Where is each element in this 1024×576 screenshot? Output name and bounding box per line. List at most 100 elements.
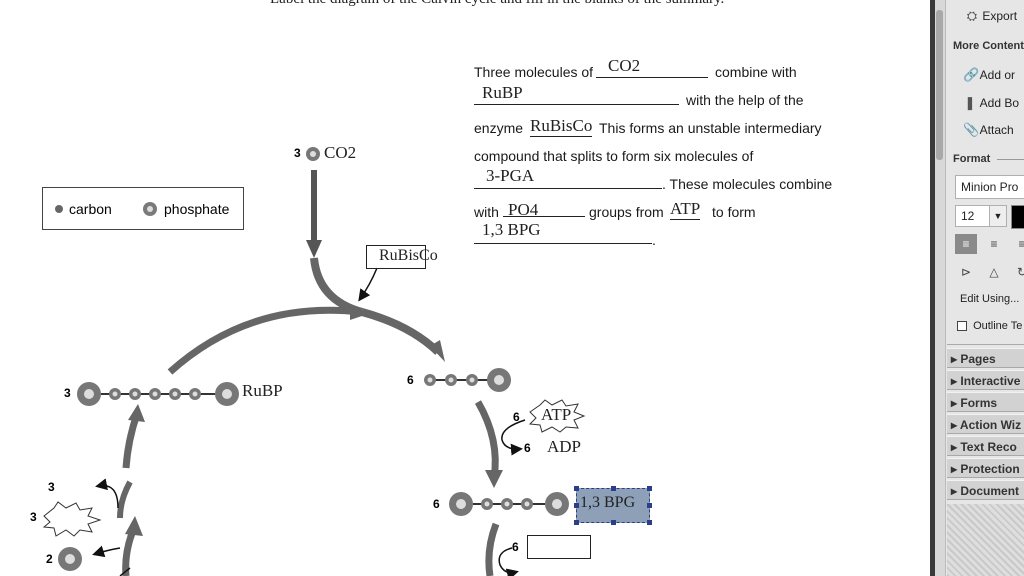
summary-line7-suffix: . (652, 232, 656, 248)
document-section-label: Document (960, 484, 1019, 498)
document-section[interactable]: ▸ Document (947, 480, 1024, 500)
export-item[interactable]: ⛭ Export (965, 8, 1024, 24)
align-right-button[interactable]: ≡ (1011, 234, 1024, 254)
edit-using-item[interactable]: Edit Using... (960, 293, 1024, 305)
rotate-button[interactable]: ↻ (1011, 262, 1024, 282)
rubisco-pointer (360, 268, 377, 299)
summary-line6-prefix: with (474, 204, 499, 220)
rubisco-label-box[interactable]: RuBisCo (366, 245, 426, 269)
link-icon: 🔗 (963, 67, 977, 83)
font-size-value: 12 (961, 209, 974, 223)
left-count-mid: 3 (30, 510, 37, 524)
add-bo-label: Add Bo (980, 96, 1019, 110)
paperclip-icon: 📎 (963, 122, 977, 138)
atp-count: 6 (513, 410, 520, 424)
forms-section-label: Forms (960, 396, 997, 410)
format-heading: Format (953, 153, 1024, 165)
more-content-heading: More Content (953, 40, 1024, 52)
action-wizard-section-label: Action Wiz (960, 418, 1021, 432)
panel-scrollbar[interactable] (935, 0, 946, 576)
outline-text-item[interactable]: Outline Te (957, 320, 1024, 332)
forms-section[interactable]: ▸ Forms (947, 392, 1024, 412)
answer-bpg[interactable]: 1,3 BPG (482, 220, 541, 240)
co2-count: 3 (294, 146, 301, 160)
summary-line3-suffix: This forms an unstable intermediary (599, 120, 822, 136)
summary-line2-suffix: with the help of the (686, 92, 804, 108)
pages-section[interactable]: ▸ Pages (947, 348, 1024, 368)
carboxylation-arc (170, 310, 360, 372)
flip-vertical-button[interactable]: △ (983, 262, 1005, 282)
interactive-section-label: Interactive (960, 374, 1020, 388)
font-size-select[interactable]: 12 ▼ (955, 205, 1007, 227)
summary-line3-prefix: enzyme (474, 120, 523, 136)
outline-text-label: Outline Te (973, 320, 1022, 332)
attach-item[interactable]: 📎 Attach (963, 122, 1024, 138)
export-icon: ⛭ (965, 8, 979, 24)
bpg-molecule (449, 492, 569, 516)
pga-to-bpg-arrow (478, 402, 495, 478)
answer-3pga[interactable]: 3-PGA (486, 166, 534, 186)
resize-handle[interactable] (574, 486, 579, 491)
answer-po4[interactable]: PO4 (508, 200, 538, 220)
summary-line1-prefix: Three molecules of (474, 64, 593, 80)
chevron-down-icon: ▼ (989, 206, 1006, 226)
resize-handle[interactable] (611, 486, 616, 491)
text-color-swatch[interactable] (1011, 205, 1024, 229)
resize-handle[interactable] (647, 486, 652, 491)
left-count-bottom: 2 (46, 552, 53, 566)
bpg-selected-textbox[interactable]: 1,3 BPG (576, 488, 650, 523)
atp-label: ATP (541, 405, 571, 425)
left-burst (44, 502, 100, 536)
answer-co2[interactable]: CO2 (608, 56, 640, 76)
adp-label: ADP (547, 437, 581, 457)
flip-horizontal-button[interactable]: ⊳ (955, 262, 977, 282)
bpg-count: 6 (433, 497, 440, 511)
format-label: Format (953, 153, 990, 165)
text-recognition-section[interactable]: ▸ Text Reco (947, 436, 1024, 456)
pages-section-label: Pages (960, 352, 995, 366)
calvin-cycle-diagram (0, 0, 930, 576)
add-or-label: Add or (980, 68, 1015, 82)
add-or-item[interactable]: 🔗 Add or (963, 67, 1024, 83)
rubp-molecule (77, 382, 239, 406)
align-left-button[interactable]: ≡ (955, 234, 977, 254)
outline-text-checkbox[interactable] (957, 321, 967, 331)
summary-line4: compound that splits to form six molecul… (474, 148, 753, 164)
answer-rubisco[interactable]: RuBisCo (530, 116, 592, 137)
font-family-select[interactable]: Minion Pro (955, 175, 1024, 199)
interactive-section[interactable]: ▸ Interactive (947, 370, 1024, 390)
summary-line1-suffix: combine with (715, 64, 797, 80)
align-center-button[interactable]: ≡ (983, 234, 1005, 254)
tools-panel: ⛭ Export More Content 🔗 Add or ❚ Add Bo … (930, 0, 1024, 576)
pga-molecule (424, 368, 511, 392)
resize-handle[interactable] (574, 503, 579, 508)
pga-count: 6 (407, 373, 414, 387)
summary-line6-mid: groups from (589, 204, 664, 220)
regeneration-arrow-upper (126, 414, 137, 468)
co2-label: CO2 (324, 143, 356, 163)
empty-label-box[interactable] (527, 535, 591, 559)
bookmark-icon: ❚ (963, 95, 977, 111)
action-wizard-section[interactable]: ▸ Action Wiz (947, 414, 1024, 434)
answer-atp[interactable]: ATP (670, 199, 700, 220)
rubisco-label: RuBisCo (379, 247, 438, 264)
left-count-top: 3 (48, 480, 55, 494)
rubp-label: RuBP (242, 381, 283, 401)
protection-section[interactable]: ▸ Protection (947, 458, 1024, 478)
resize-handle[interactable] (647, 503, 652, 508)
summary-line5-suffix: . These molecules combine (662, 176, 832, 192)
text-recognition-section-label: Text Reco (960, 440, 1016, 454)
font-family-value: Minion Pro (961, 180, 1018, 194)
resize-handle[interactable] (611, 520, 616, 525)
resize-handle[interactable] (574, 520, 579, 525)
bpg-label: 1,3 BPG (580, 494, 635, 512)
summary-line6-suffix: to form (712, 204, 756, 220)
format-divider (947, 344, 1024, 345)
scrollbar-thumb[interactable] (936, 10, 943, 160)
lower-count: 6 (512, 540, 519, 554)
protection-section-label: Protection (960, 462, 1019, 476)
add-bookmark-item[interactable]: ❚ Add Bo (963, 95, 1024, 111)
rubp-count: 3 (64, 386, 71, 400)
answer-rubp[interactable]: RuBP (482, 83, 523, 103)
resize-handle[interactable] (647, 520, 652, 525)
